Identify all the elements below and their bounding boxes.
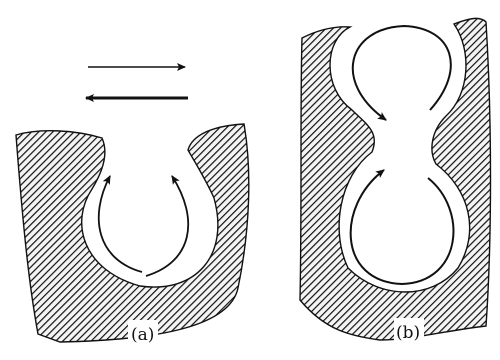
panel-a-hatched-wall <box>16 124 249 342</box>
panel-a: (a) <box>16 67 249 345</box>
left-upward-arrow-icon <box>99 176 142 272</box>
right-upward-arrow-icon <box>146 176 188 276</box>
lower-loop-arrow-icon <box>351 170 454 284</box>
panel-b-label: (b) <box>396 323 420 343</box>
panel-b-hatched-wall <box>300 18 491 340</box>
upper-loop-arrow-icon <box>353 26 451 120</box>
panel-b: (b) <box>300 18 491 343</box>
panel-a-label: (a) <box>131 325 154 345</box>
